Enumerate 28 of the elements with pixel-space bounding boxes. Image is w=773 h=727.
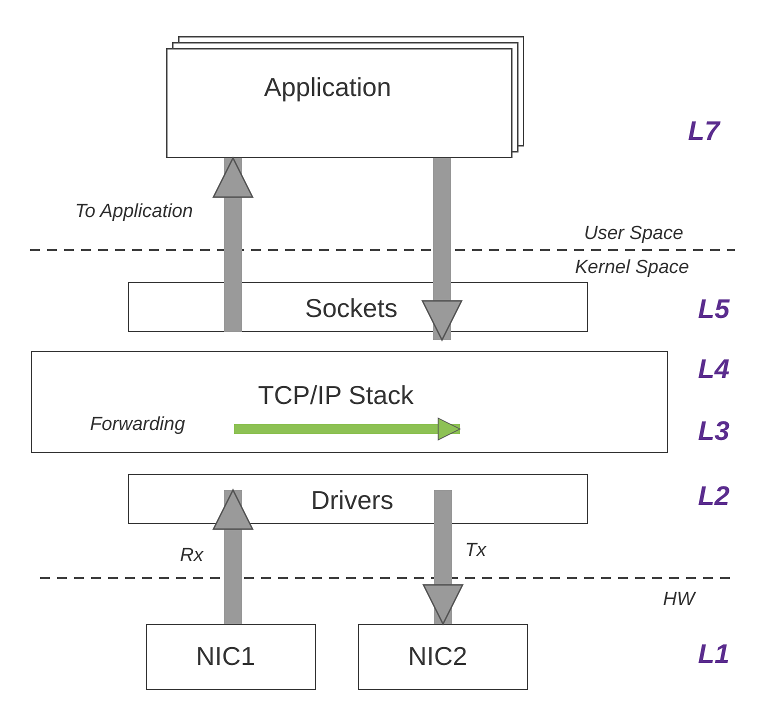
- zone-label: HW: [663, 589, 695, 611]
- layer-name: TCP/IP Stack: [258, 380, 414, 411]
- stacked-box: [166, 36, 524, 158]
- layer-number: L1: [698, 639, 730, 670]
- layer-number: L5: [698, 294, 730, 325]
- zone-label: User Space: [584, 223, 684, 245]
- layer-box: [31, 351, 668, 453]
- layer-name: Application: [264, 72, 392, 103]
- arrow: [422, 158, 462, 341]
- layer-number: L3: [698, 416, 730, 447]
- layer-number: L7: [688, 116, 720, 147]
- layer-name: NIC2: [408, 641, 468, 672]
- layer-name: Sockets: [305, 293, 398, 324]
- zone-label: Kernel Space: [575, 257, 690, 279]
- layer-number: L4: [698, 354, 730, 385]
- edge-label: Forwarding: [90, 414, 186, 436]
- layer-box: [128, 282, 588, 332]
- layer-box: [358, 624, 528, 690]
- arrow: [422, 490, 464, 625]
- layer-box: [146, 624, 316, 690]
- arrow: [234, 418, 460, 440]
- edge-label: To Application: [75, 201, 193, 223]
- layer-name: NIC1: [196, 641, 256, 672]
- layer-name: Drivers: [311, 485, 394, 516]
- layer-box: [128, 474, 588, 524]
- arrow: [212, 489, 254, 624]
- arrow: [212, 157, 254, 332]
- layer-number: L2: [698, 481, 730, 512]
